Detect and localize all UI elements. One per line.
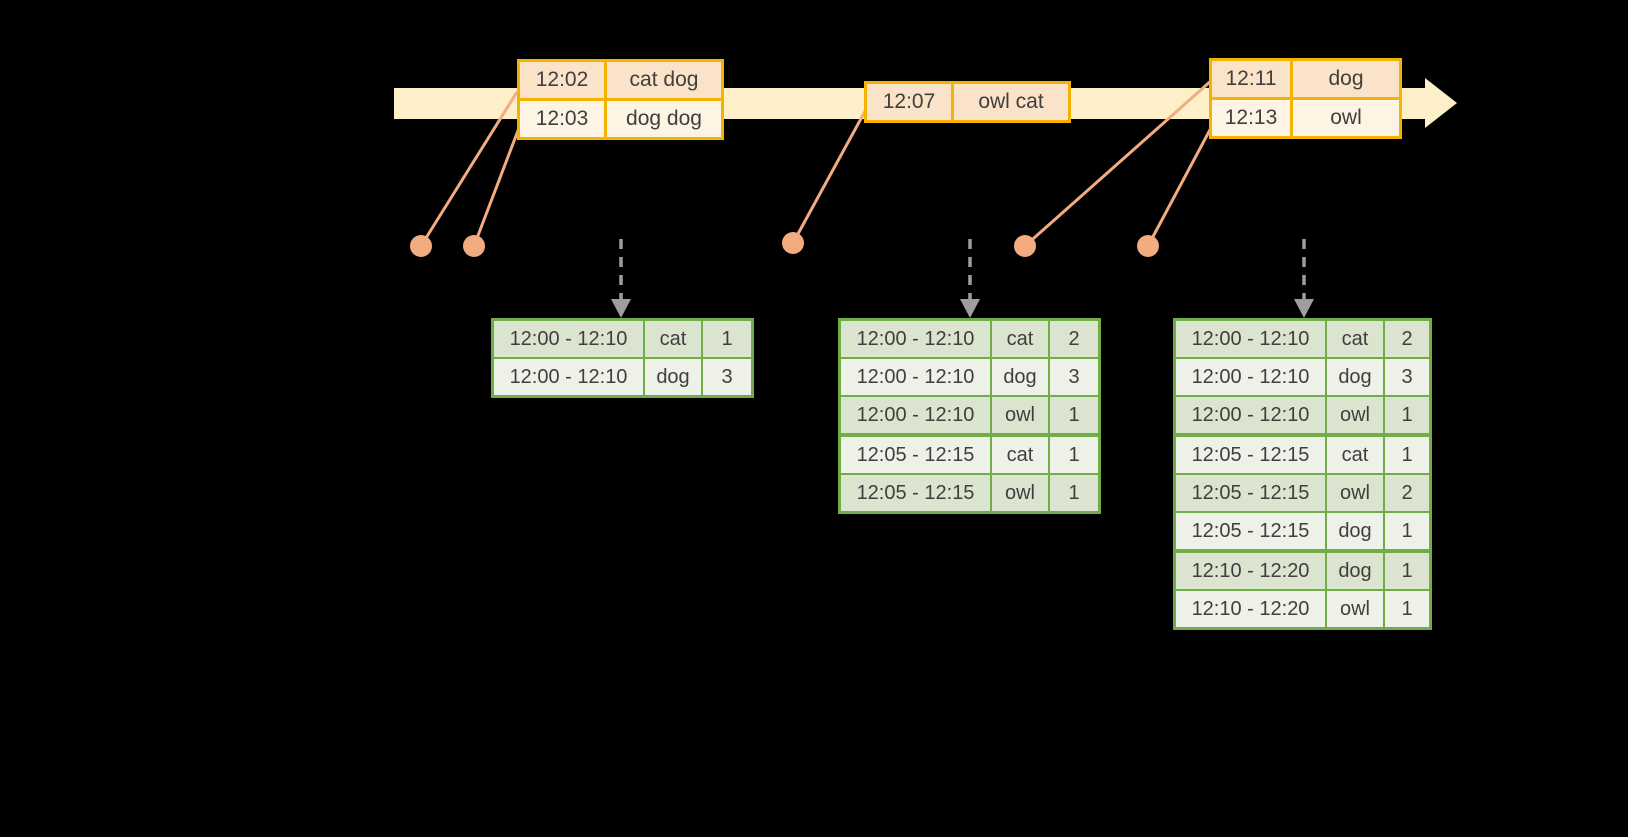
table-cell: 12:00 - 12:10 (841, 321, 990, 357)
table-cell: owl (1327, 475, 1383, 511)
table-cell: 1 (703, 321, 751, 357)
trigger-arrows (619, 239, 1306, 301)
table-cell: 12:00 - 12:10 (841, 359, 990, 395)
event-line (419, 91, 519, 247)
table-cell: cat (1327, 437, 1383, 473)
table-cell: 1 (1385, 553, 1429, 589)
table-cell: dog (1327, 513, 1383, 549)
table-cell: owl (1293, 100, 1399, 136)
table-cell: 12:00 - 12:10 (1176, 397, 1325, 433)
table-cell: 12:11 (1212, 61, 1290, 97)
table-cell: cat dog (607, 62, 721, 98)
table-cell: 1 (1385, 513, 1429, 549)
arrow-down-icon (1294, 299, 1314, 318)
table-cell: 2 (1385, 321, 1429, 357)
table-cell: owl (1327, 591, 1383, 627)
event-dot (1014, 235, 1036, 257)
table-cell: 12:05 - 12:15 (1176, 437, 1325, 473)
table-cell: owl (992, 475, 1048, 511)
table-cell: 1 (1050, 397, 1098, 433)
table-cell: 12:03 (520, 101, 604, 137)
table-cell: cat (1327, 321, 1383, 357)
table-cell: dog (1327, 553, 1383, 589)
table-cell: 12:10 - 12:20 (1176, 553, 1325, 589)
table-cell: 12:00 - 12:10 (494, 321, 643, 357)
table-cell: 12:02 (520, 62, 604, 98)
table-cell: 12:05 - 12:15 (1176, 475, 1325, 511)
event-dots (410, 232, 1159, 257)
table-cell: 3 (1050, 359, 1098, 395)
event-leader-lines (419, 78, 1214, 248)
event-dot (1137, 235, 1159, 257)
table-cell: cat (992, 437, 1048, 473)
table-cell: dog (645, 359, 701, 395)
table-cell: 1 (1385, 397, 1429, 433)
table-cell: 1 (1050, 437, 1098, 473)
table-cell: 12:13 (1212, 100, 1290, 136)
table-cell: cat (645, 321, 701, 357)
table-cell: 12:05 - 12:15 (841, 437, 990, 473)
table-cell: 2 (1050, 321, 1098, 357)
table-cell: 1 (1385, 437, 1429, 473)
table-cell: dog dog (607, 101, 721, 137)
event-dot (463, 235, 485, 257)
table-cell: owl cat (954, 84, 1068, 120)
event-line (791, 103, 871, 244)
table-cell: cat (992, 321, 1048, 357)
event-line (1024, 78, 1213, 248)
table-cell: owl (1327, 397, 1383, 433)
arrow-down-icon (960, 299, 980, 318)
table-cell: owl (992, 397, 1048, 433)
trigger-arrowheads (611, 299, 1314, 318)
event-dot (410, 235, 432, 257)
event-dot (782, 232, 804, 254)
table-cell: 12:00 - 12:10 (1176, 321, 1325, 357)
event-line (472, 127, 521, 247)
table-cell: 3 (1385, 359, 1429, 395)
table-cell: 12:10 - 12:20 (1176, 591, 1325, 627)
table-cell: dog (1327, 359, 1383, 395)
table-cell: 12:00 - 12:10 (494, 359, 643, 395)
table-cell: 12:00 - 12:10 (1176, 359, 1325, 395)
table-cell: 1 (1385, 591, 1429, 627)
table-cell: 12:05 - 12:15 (1176, 513, 1325, 549)
table-cell: dog (992, 359, 1048, 395)
table-cell: 12:00 - 12:10 (841, 397, 990, 433)
event-line (1146, 125, 1214, 247)
table-cell: dog (1293, 61, 1399, 97)
timeline-arrowhead-icon (1425, 78, 1457, 128)
table-cell: 3 (703, 359, 751, 395)
table-cell: 1 (1050, 475, 1098, 511)
table-cell: 12:07 (867, 84, 951, 120)
table-cell: 12:05 - 12:15 (841, 475, 990, 511)
arrow-down-icon (611, 299, 631, 318)
table-cell: 2 (1385, 475, 1429, 511)
